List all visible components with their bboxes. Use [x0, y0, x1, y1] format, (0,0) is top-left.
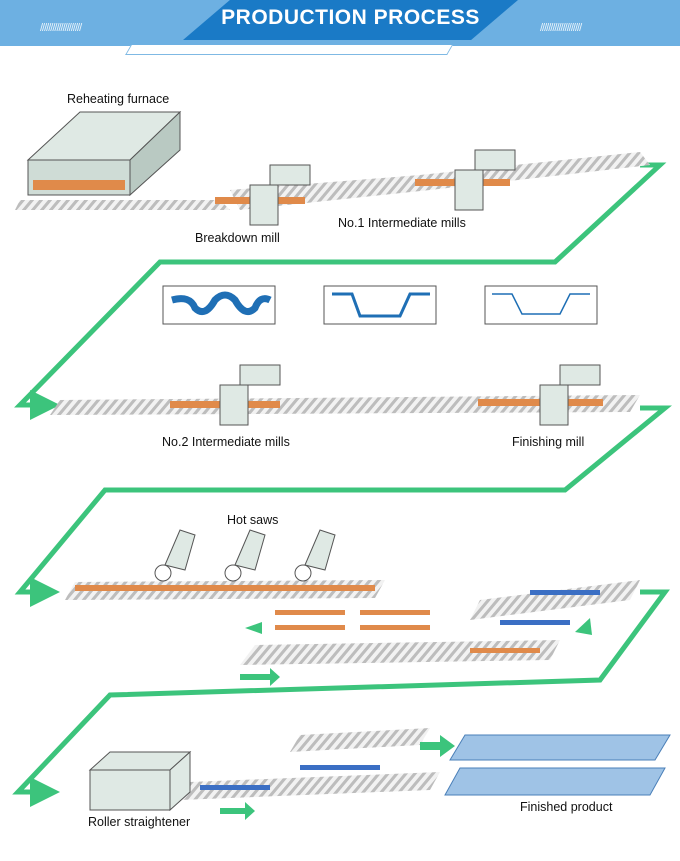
label-breakdown-mill: Breakdown mill [195, 231, 280, 245]
conveyor [240, 640, 560, 665]
page-title: PRODUCTION PROCESS [221, 6, 480, 29]
conveyor [470, 580, 640, 620]
roller-straightener [88, 750, 192, 812]
header-decoration-right: //////////////////// [540, 22, 582, 34]
label-no2-intermediate-mills: No.2 Intermediate mills [162, 435, 290, 449]
conveyor [15, 200, 230, 210]
conveyor [180, 772, 440, 800]
section-profiles [162, 285, 598, 325]
header-decoration-left: //////////////////// [40, 22, 82, 34]
hot-saws [154, 529, 336, 582]
label-no1-intermediate-mills: No.1 Intermediate mills [338, 216, 466, 230]
reheating-furnace [26, 110, 182, 197]
mill-stands [219, 149, 601, 426]
label-finishing-mill: Finishing mill [512, 435, 585, 449]
label-reheating-furnace: Reheating furnace [67, 92, 170, 106]
header-title-bg [183, 0, 518, 40]
label-hot-saws: Hot saws [227, 513, 279, 527]
label-roller-straightener: Roller straightener [88, 815, 191, 829]
flow-line [12, 162, 672, 807]
conveyors [15, 152, 650, 800]
label-finished-product: Finished product [520, 800, 613, 814]
conveyor [290, 728, 430, 752]
finished-product [444, 734, 671, 796]
